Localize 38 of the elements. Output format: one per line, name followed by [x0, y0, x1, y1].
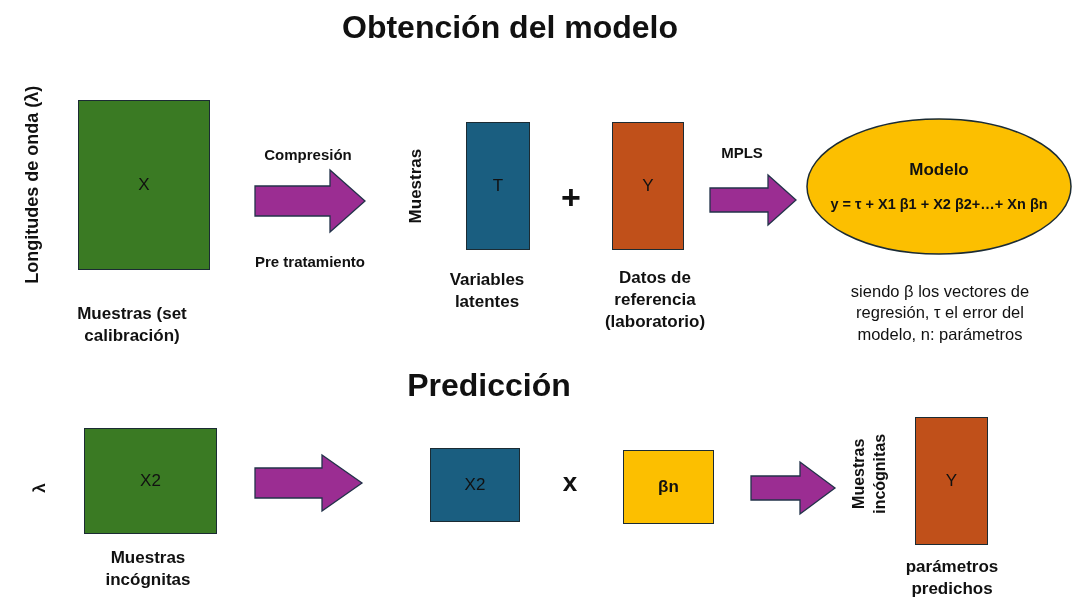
node-caption: Muestras (set calibración) — [76, 302, 188, 347]
node-label: X2 — [464, 473, 486, 496]
node-caption: siendo β los vectores de regresión, τ el error del modelo, n: parámetros — [849, 280, 1031, 345]
edge-label: Compresión — [264, 145, 352, 165]
node-label: X — [138, 173, 150, 196]
node-caption: Muestras incógnitas — [104, 546, 192, 591]
diagram-title: Obtención del modelo — [342, 8, 678, 48]
arrow-caption: Pre tratamiento — [254, 252, 365, 272]
node-label: Y — [642, 174, 654, 197]
edge-label: MPLS — [721, 143, 763, 163]
node-caption: Datos de referencia (laboratorio) — [603, 266, 707, 334]
matrix-box — [612, 122, 684, 250]
matrix-box — [78, 100, 210, 270]
block-arrow — [750, 460, 837, 516]
axis-label: Muestras — [404, 147, 426, 226]
matrix-box — [915, 417, 988, 545]
node-caption: Variables latentes — [448, 268, 526, 313]
block-arrow — [254, 453, 364, 513]
node-label: Modelo — [909, 159, 969, 182]
axis-label: Longitudes de onda (λ) — [21, 85, 44, 285]
axis-label: λ — [28, 482, 50, 495]
node-caption: parámetros predichos — [904, 555, 1000, 600]
formula-text: y = τ + X1 β1 + X2 β2+…+ Xn βn — [830, 195, 1048, 214]
node-label: Y — [945, 469, 958, 492]
node-label: X2 — [140, 469, 161, 492]
matrix-box — [466, 122, 530, 250]
axis-label: Muestras incógnitas — [849, 433, 889, 516]
node-label: T — [492, 174, 504, 197]
multiply-sign: x — [562, 466, 578, 500]
matrix-box — [84, 428, 217, 534]
plus-sign: + — [561, 176, 581, 218]
section-heading: Predicción — [407, 366, 571, 406]
matrix-box — [623, 450, 714, 524]
block-arrow — [709, 173, 797, 227]
model-ellipse — [806, 118, 1072, 255]
node-label: βn — [658, 475, 679, 498]
matrix-box — [430, 448, 520, 522]
block-arrow — [254, 168, 366, 234]
